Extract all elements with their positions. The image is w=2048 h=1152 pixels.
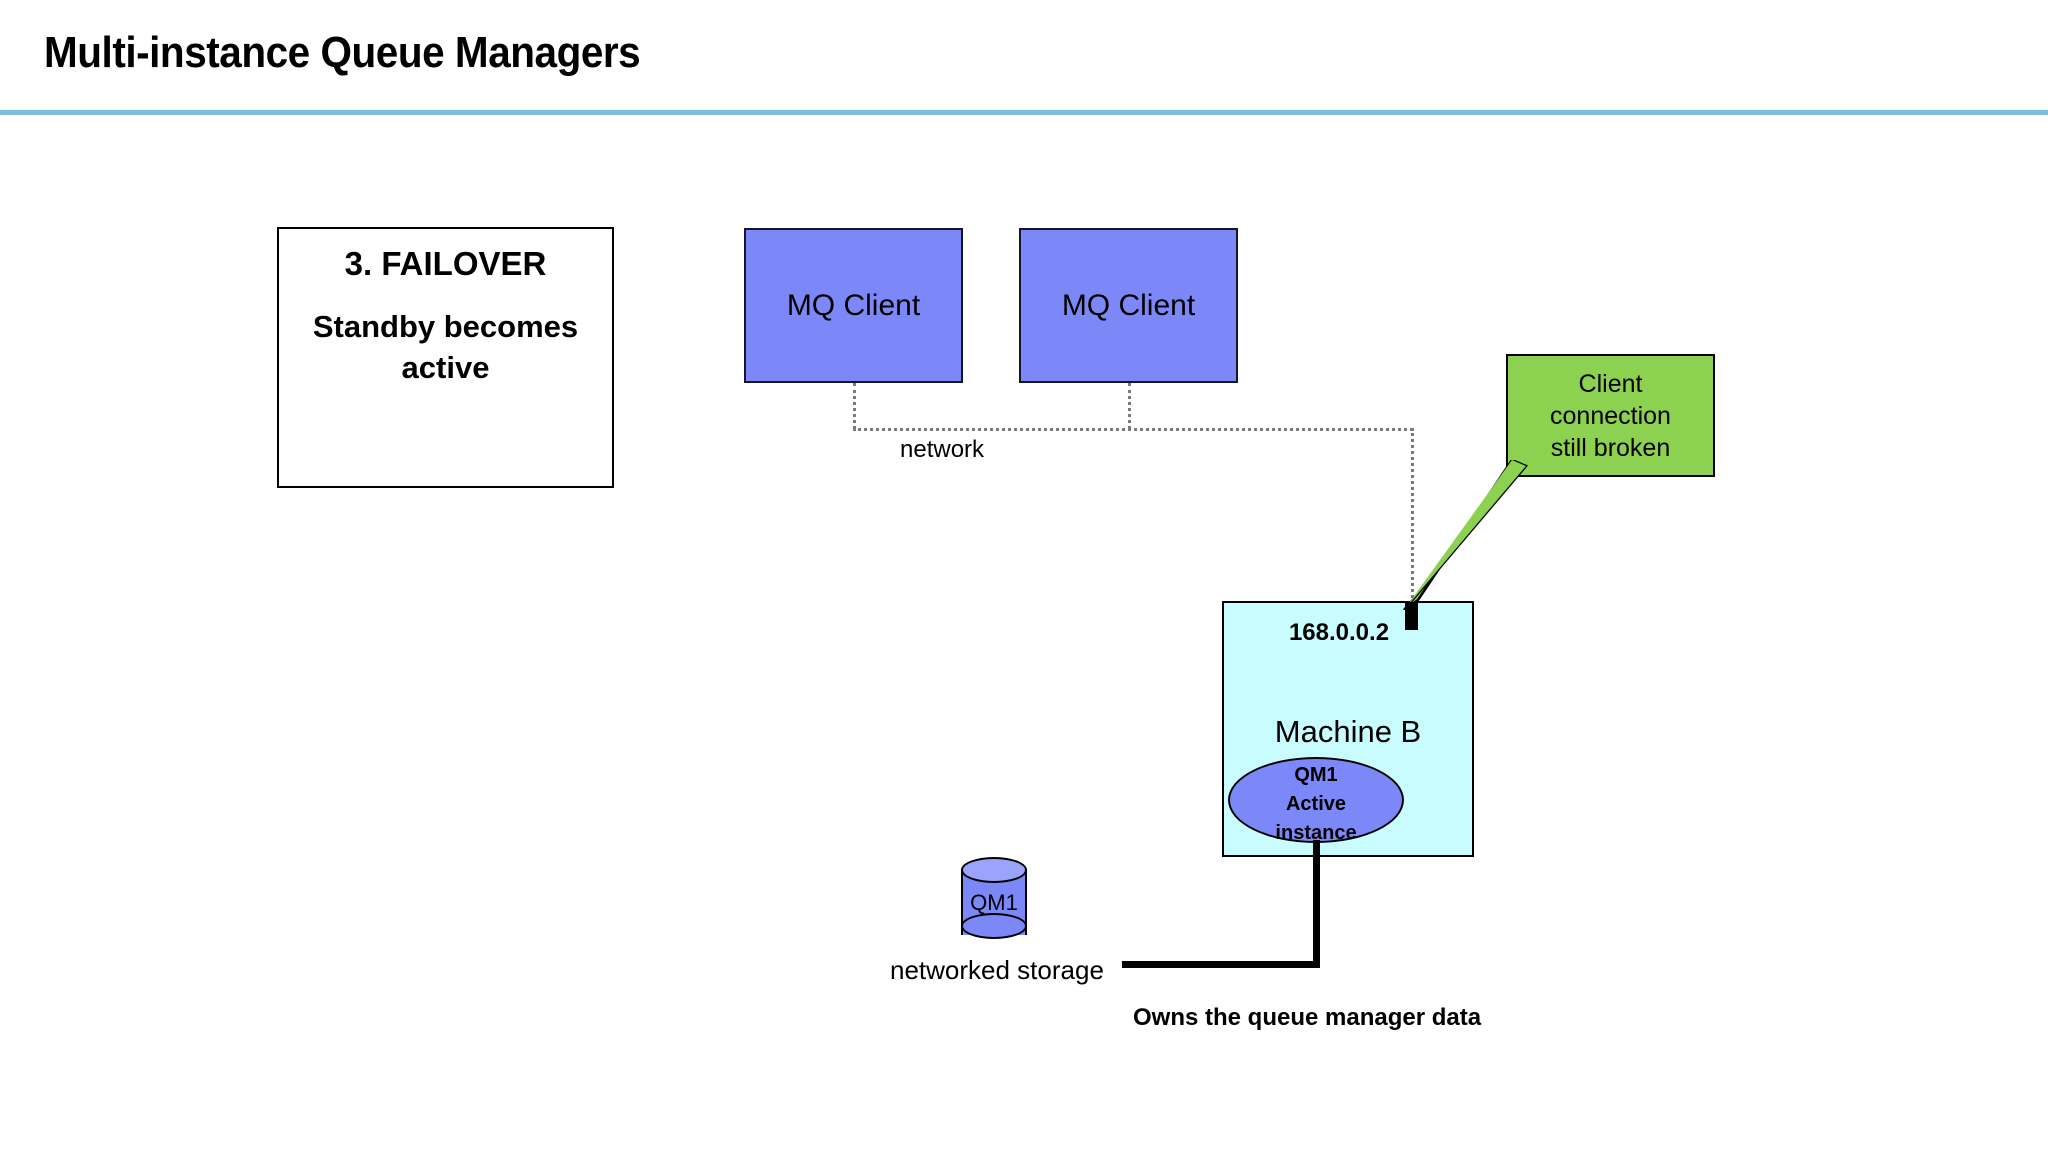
page-title: Multi-instance Queue Managers [44,28,641,77]
network-drop-line-machine [1411,428,1414,604]
machine-b-ip-address: 168.0.0.2 [1288,619,1390,646]
callout-text: Client connection still broken [1550,369,1671,462]
mq-client-label: MQ Client [786,288,921,322]
cylinder-bottom [961,913,1027,939]
networked-storage-cylinder-icon: QM1 [961,857,1027,947]
networked-storage-label: networked storage [890,955,1104,985]
ownership-link-vertical [1313,840,1320,968]
title-divider [0,110,2048,115]
storage-disk-label: QM1 [970,890,1018,915]
network-label: network [900,436,985,463]
network-bus-line [853,428,1413,431]
ownership-caption: Owns the queue manager data [1133,1004,1482,1031]
callout-tail [1403,460,1529,610]
ownership-link-horizontal [1122,961,1320,968]
failover-heading: 3. FAILOVER [344,245,547,282]
queue-manager-ellipse [1228,757,1404,843]
callout-client-connection-broken: Client connection still broken [1506,354,1715,477]
mq-client-label: MQ Client [1061,288,1196,322]
mq-client-box-2: MQ Client [1019,228,1238,383]
queue-manager-label: QM1 Active instance [1275,764,1357,844]
failover-caption-box: 3. FAILOVER Standby becomes active [277,227,614,488]
mq-client-box-1: MQ Client [744,228,963,383]
cylinder-top [961,857,1027,883]
machine-b-label: Machine B [1274,714,1422,749]
network-port-marker [1405,602,1418,630]
network-drop-line-client-2 [1128,383,1131,429]
failover-subtext: Standby becomes active [312,309,579,386]
network-drop-line-client-1 [853,383,856,429]
